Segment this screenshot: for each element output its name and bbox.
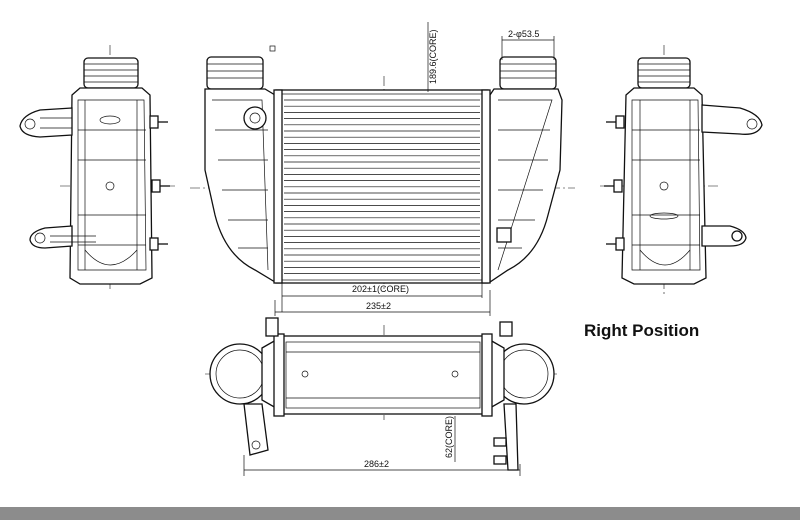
- pipe-diameter-label: 2-φ53.5: [508, 29, 539, 39]
- overall-width-label: 235±2: [366, 301, 391, 311]
- core-height-label: 189.6(CORE): [428, 29, 438, 84]
- top-view: 62(CORE) 286±2: [205, 317, 560, 476]
- right-side-view: [600, 45, 763, 296]
- core-width-label: 202±1(CORE): [352, 284, 409, 294]
- front-view: 189.6(CORE) 2-φ53.5 202±1(CORE) 235±2: [190, 22, 575, 316]
- total-length-label: 286±2: [364, 459, 389, 469]
- core-depth-label: 62(CORE): [444, 416, 454, 458]
- footer-bar: [0, 507, 800, 520]
- core-fins: [284, 99, 480, 274]
- left-side-view: [19, 45, 175, 292]
- position-title: Right Position: [584, 321, 700, 340]
